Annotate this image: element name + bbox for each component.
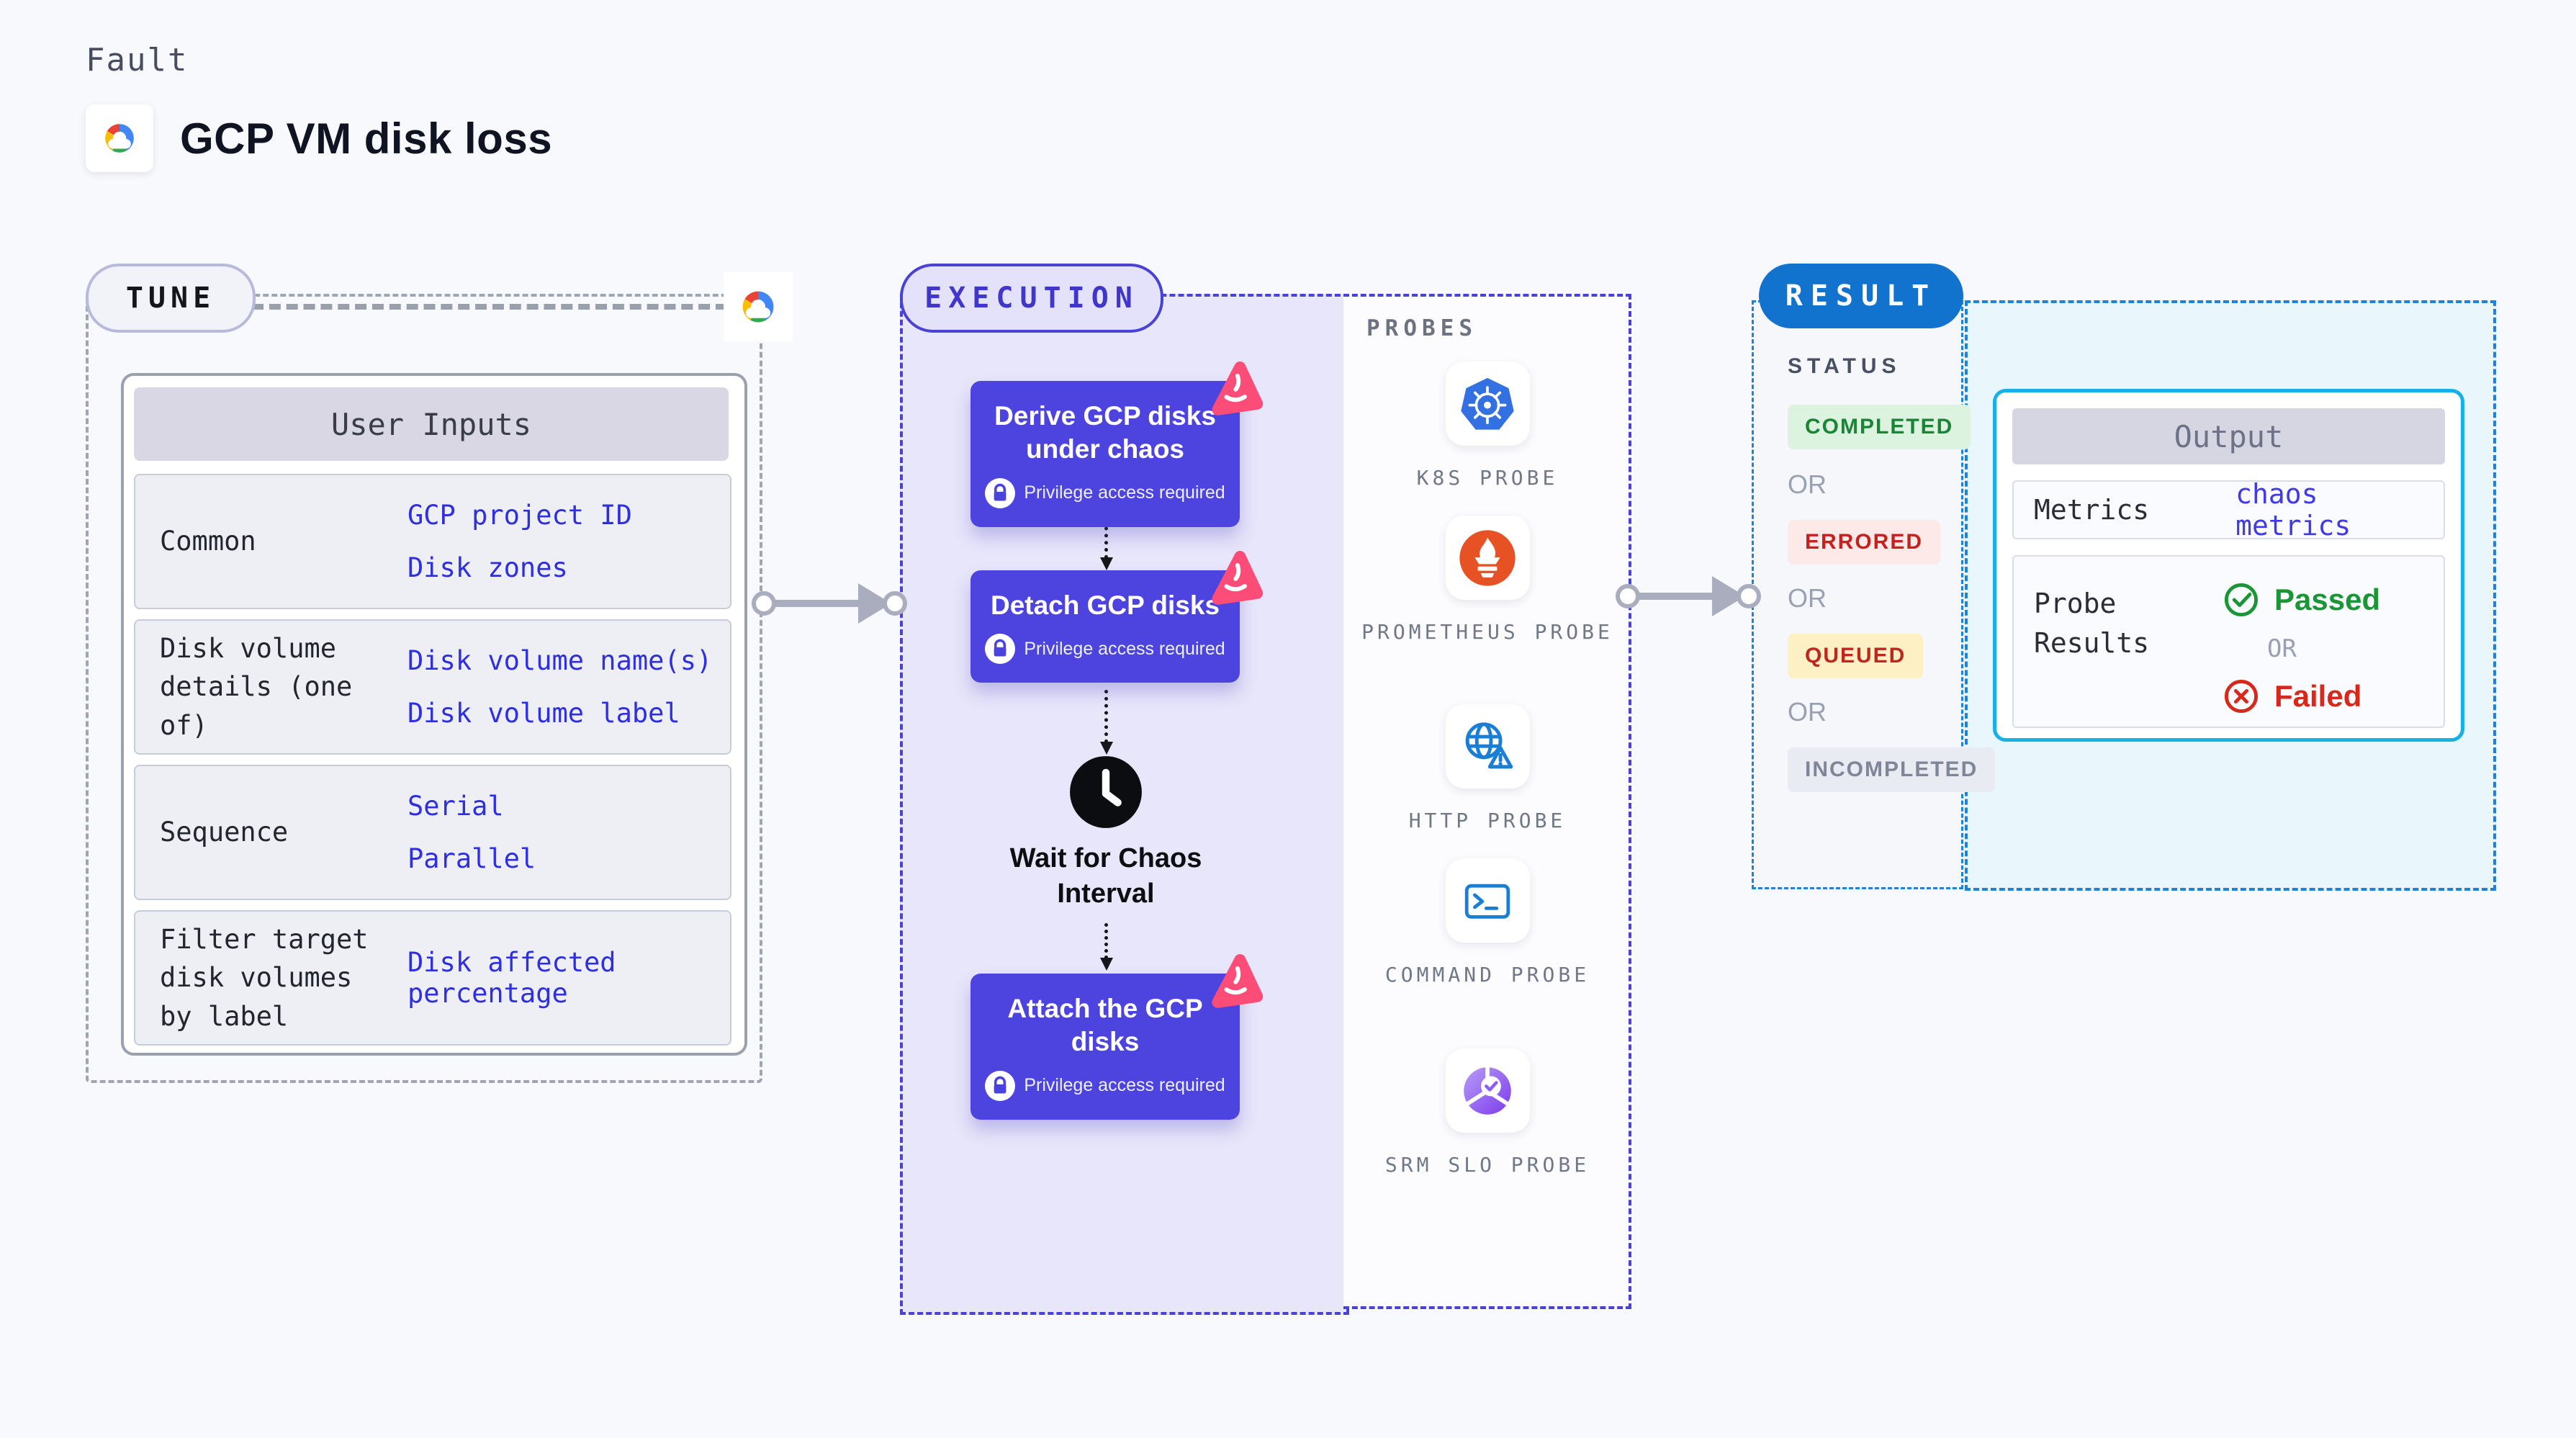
kubernetes-icon <box>1461 377 1514 430</box>
user-input-row-common: Common GCP project ID Disk zones <box>134 474 731 609</box>
litmus-chaos-icon <box>1212 954 1264 1008</box>
dotted-arrow-icon <box>1100 690 1113 755</box>
probes-section-box <box>1343 294 1631 1309</box>
row-label: Common <box>160 526 256 557</box>
or-separator: OR <box>2267 634 2297 663</box>
probe-item-http[interactable]: HTTP PROBE <box>1352 704 1623 835</box>
probe-item-prometheus[interactable]: PROMETHEUS PROBE <box>1352 516 1623 646</box>
user-input-row-sequence: Sequence Serial Parallel <box>134 765 731 900</box>
probe-name: K8S PROBE <box>1416 466 1559 490</box>
probes-label: PROBES <box>1366 315 1477 341</box>
or-separator: OR <box>1788 697 1827 727</box>
lock-icon <box>985 1070 1016 1101</box>
litmus-chaos-icon <box>1212 551 1264 605</box>
metrics-row: Metrics chaos metrics <box>2012 478 2445 542</box>
probe-results-label: Probe Results <box>2034 588 2150 660</box>
probe-name: COMMAND PROBE <box>1384 963 1590 987</box>
probe-item-command[interactable]: COMMAND PROBE <box>1352 858 1623 989</box>
probe-tile <box>1445 516 1530 600</box>
probe-name: SRM SLO PROBE <box>1384 1153 1590 1177</box>
result-status-box <box>1752 300 1963 889</box>
gcp-logo-icon <box>742 291 774 323</box>
input-value[interactable]: Disk volume label <box>407 698 680 729</box>
probe-item-k8s[interactable]: K8S PROBE <box>1352 361 1623 492</box>
slo-pie-icon <box>1464 1066 1511 1115</box>
or-separator: OR <box>1788 583 1827 613</box>
step-title: Derive GCP disks under chaos <box>994 401 1216 464</box>
input-value[interactable]: Parallel <box>407 843 536 874</box>
probe-tile <box>1445 361 1530 446</box>
probe-item-srm-slo[interactable]: SRM SLO PROBE <box>1352 1048 1623 1179</box>
privilege-note: Privilege access required <box>985 1070 1225 1101</box>
user-input-row-filter: Filter target disk volumes by label Disk… <box>134 910 731 1046</box>
input-value[interactable]: Disk affected percentage <box>407 947 616 1009</box>
litmus-chaos-icon <box>1212 361 1264 415</box>
user-inputs-header: User Inputs <box>134 387 729 461</box>
row-label: Disk volume details (one of) <box>160 632 353 741</box>
input-value[interactable]: Disk volume name(s) <box>407 645 713 676</box>
lock-icon <box>985 477 1016 508</box>
output-card: Output Metrics chaos metrics Probe Resul… <box>1993 389 2464 742</box>
page-title: GCP VM disk loss <box>180 114 553 163</box>
tune-section-box <box>86 294 762 1083</box>
row-values: Disk affected percentage <box>407 912 716 1044</box>
step-derive-gcp-disks[interactable]: Derive GCP disks under chaos Privilege a… <box>970 361 1264 527</box>
step-detach-gcp-disks[interactable]: Detach GCP disks Privilege access requir… <box>970 551 1264 683</box>
privilege-note: Privilege access required <box>985 634 1225 665</box>
gcp-logo-tile <box>86 104 153 172</box>
clock-icon <box>1068 755 1143 830</box>
execution-pill[interactable]: EXECUTION <box>900 264 1163 333</box>
metrics-label: Metrics <box>2034 494 2150 526</box>
row-label: Sequence <box>160 817 289 848</box>
arrow-tune-to-execution <box>752 582 907 625</box>
wait-for-chaos-interval-label: Wait for Chaos Interval <box>1009 843 1202 909</box>
input-value[interactable]: Serial <box>407 791 504 822</box>
probe-result-passed: Passed <box>2223 581 2380 619</box>
privilege-note: Privilege access required <box>985 477 1225 508</box>
check-circle-icon <box>2224 583 2258 617</box>
globe-warning-icon <box>1465 722 1513 768</box>
x-circle-icon <box>2224 679 2258 714</box>
arrow-probes-to-result <box>1616 575 1761 618</box>
row-values: Serial Parallel <box>407 766 716 899</box>
input-value[interactable]: Disk zones <box>407 552 568 583</box>
status-label: STATUS <box>1788 354 1901 378</box>
probe-tile <box>1445 858 1530 943</box>
result-pill[interactable]: RESULT <box>1759 264 1963 328</box>
row-values: Disk volume name(s) Disk volume label <box>407 621 716 753</box>
prometheus-icon <box>1459 529 1516 586</box>
row-values: GCP project ID Disk zones <box>407 475 716 608</box>
probe-name: PROMETHEUS PROBE <box>1361 620 1613 644</box>
dotted-arrow-icon <box>1100 923 1113 971</box>
probe-result-failed: Failed <box>2223 678 2361 715</box>
status-badge-queued: QUEUED <box>1788 634 1924 678</box>
terminal-icon <box>1464 884 1510 919</box>
output-header: Output <box>2012 408 2445 464</box>
gcp-corner-tile <box>724 272 793 341</box>
step-title: Detach GCP disks <box>990 590 1220 620</box>
tune-pill[interactable]: TUNE <box>86 264 256 333</box>
probe-tile <box>1445 704 1530 788</box>
dotted-arrow-icon <box>1100 498 1113 570</box>
or-separator: OR <box>1788 469 1827 499</box>
probe-results-row: Probe Results Passed OR Failed <box>2012 555 2445 728</box>
user-input-row-disk-volume: Disk volume details (one of) Disk volume… <box>134 619 731 755</box>
step-title: Attach the GCP disks <box>1007 994 1203 1057</box>
metrics-value[interactable]: chaos metrics <box>2235 478 2351 542</box>
status-badge-errored: ERRORED <box>1788 520 1941 565</box>
probe-name: HTTP PROBE <box>1408 809 1567 832</box>
status-badge-completed: COMPLETED <box>1788 405 1971 449</box>
probe-tile <box>1445 1048 1530 1133</box>
step-attach-gcp-disks[interactable]: Attach the GCP disks Privilege access re… <box>970 954 1264 1120</box>
row-label: Filter target disk volumes by label <box>160 923 369 1032</box>
gcp-logo-icon <box>105 124 134 153</box>
fault-kicker: Fault <box>86 42 189 78</box>
status-badge-incompleted: INCOMPLETED <box>1788 747 1996 792</box>
lock-icon <box>985 634 1016 665</box>
input-value[interactable]: GCP project ID <box>407 500 632 531</box>
tune-connector-dash <box>252 304 727 310</box>
